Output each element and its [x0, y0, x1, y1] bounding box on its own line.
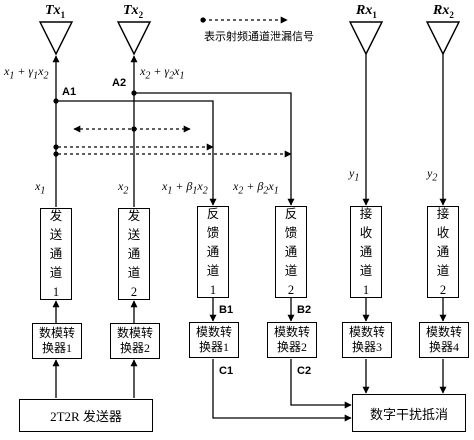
adc-4: 模数转换器4 [419, 322, 469, 358]
feedback-channel-1: 反馈通道1 [197, 206, 229, 298]
dac-1: 数模转换器1 [32, 323, 82, 359]
adc-3: 模数转换器3 [342, 322, 392, 358]
point-b1: B1 [219, 304, 234, 316]
coupler-a2-dot [131, 90, 137, 96]
signal-x2: x2 [118, 179, 129, 197]
tx-channel-2: 发送通道2 [118, 208, 150, 300]
antenna-tx1 [38, 21, 74, 56]
point-c1: C1 [219, 365, 234, 377]
rx-channel-2: 接收通道2 [427, 206, 459, 298]
rx-channel-1: 接收通道1 [350, 206, 382, 298]
tx1-label: Tx1 [45, 3, 66, 20]
signal-fb1: x1 + β1x2 [162, 179, 208, 197]
antenna-rx1 [348, 21, 384, 56]
wire-a2-to-fb2 [134, 92, 295, 206]
point-a1: A1 [62, 86, 77, 98]
leak-dot-c [131, 126, 137, 132]
legend-leak-dot [200, 17, 206, 23]
leak-dot-b [53, 151, 59, 157]
signal-tx2-out: x2 + γ2x1 [140, 64, 185, 82]
signal-y2: y2 [427, 166, 438, 184]
point-a2: A2 [112, 77, 127, 89]
signal-x1: x1 [35, 179, 46, 197]
adc-1: 模数转换器1 [189, 322, 239, 358]
legend-text: 表示射频通道泄漏信号 [204, 31, 314, 43]
point-b2: B2 [297, 304, 312, 316]
tx2-label: Tx2 [123, 3, 144, 20]
wire-adc1-to-canceller [212, 359, 352, 422]
signal-tx1-out: x1 + γ1x2 [4, 64, 49, 82]
dac-2: 数模转换器2 [110, 323, 160, 359]
rx2-label: Rx2 [433, 3, 454, 20]
tx-channel-1: 发送通道1 [40, 208, 72, 300]
antenna-tx2 [116, 21, 152, 56]
rx1-label: Rx1 [356, 3, 377, 20]
wire-adc2-to-canceller [290, 359, 352, 409]
wire-a1-to-fb1 [56, 100, 217, 206]
point-c2: C2 [297, 365, 312, 377]
leak-dot-a [53, 144, 59, 150]
digital-interference-canceller: 数字干扰抵消 [352, 394, 466, 432]
adc-2: 模数转换器2 [267, 322, 317, 358]
signal-y1: y1 [349, 166, 360, 184]
coupler-a1-dot [53, 98, 59, 104]
signal-fb2: x2 + β2x1 [233, 179, 279, 197]
antenna-rx2 [425, 21, 461, 56]
transmitter-2t2r: 2T2R 发送器 [19, 399, 153, 432]
feedback-channel-2: 反馈通道2 [275, 206, 307, 298]
